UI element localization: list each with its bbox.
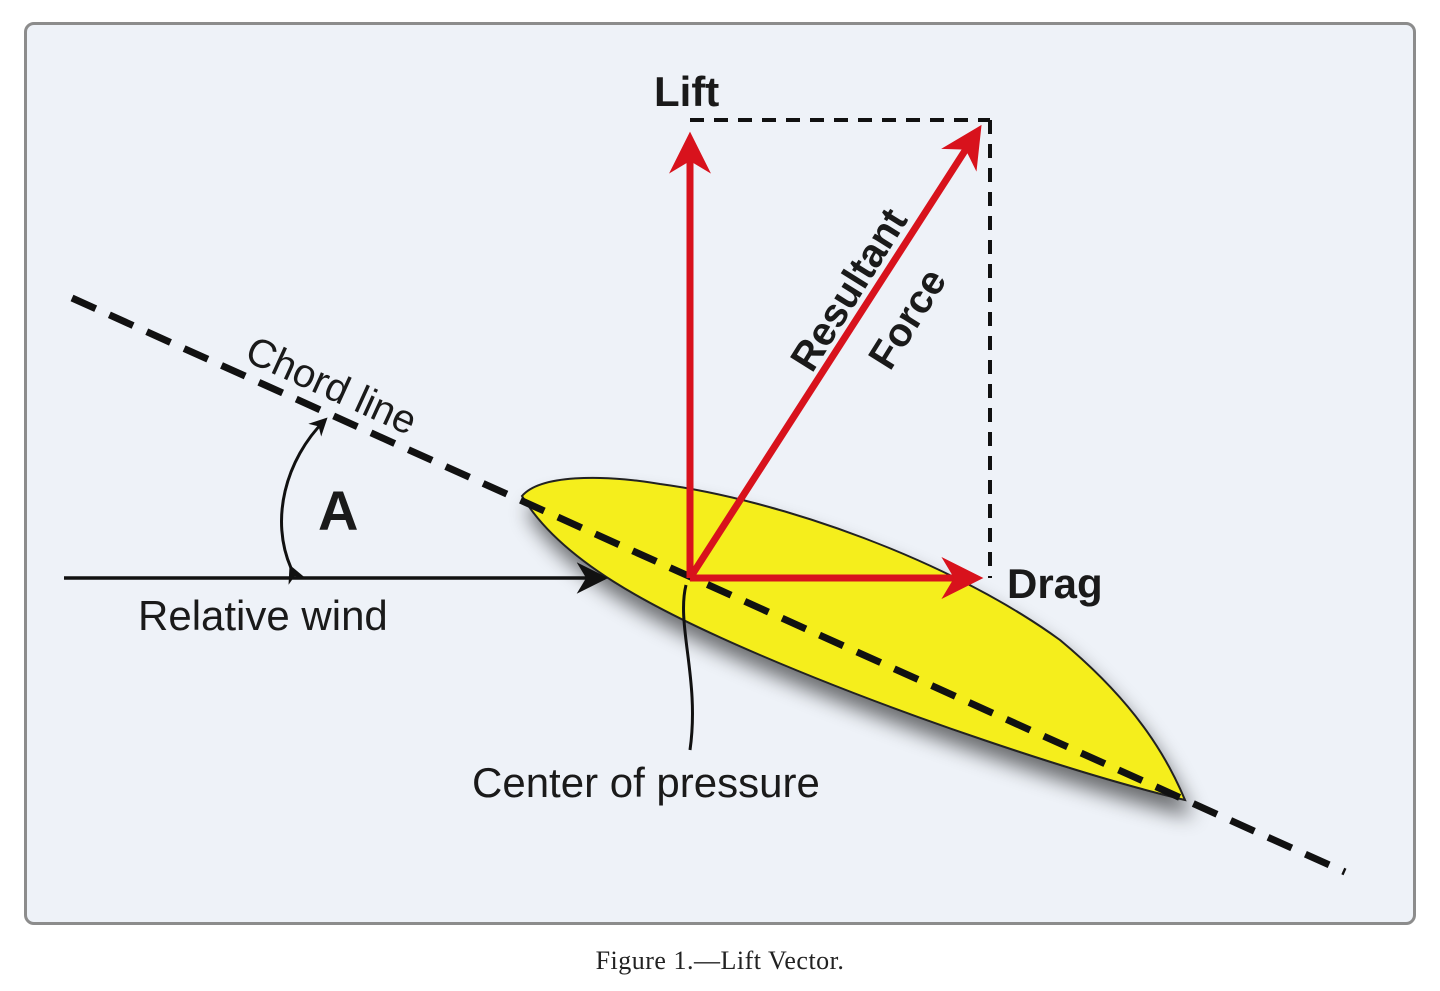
center-of-pressure-leader [682,584,694,751]
lift-label: Lift [654,68,719,115]
drag-label: Drag [1007,560,1103,607]
resultant-force-vector [687,124,982,580]
relative-wind-label: Relative wind [138,592,388,639]
angle-of-attack-arc [280,417,328,585]
figure-caption: Figure 1.—Lift Vector. [595,946,845,975]
figure-panel [24,22,1416,925]
chord-line [70,294,1347,876]
angle-of-attack-label: A [318,479,358,542]
center-of-pressure-label: Center of pressure [472,759,820,806]
